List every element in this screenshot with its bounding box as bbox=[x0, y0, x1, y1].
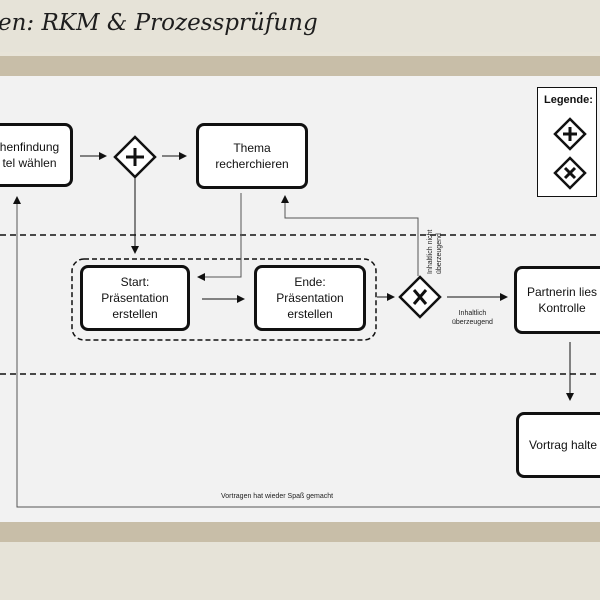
task-themenfindung[interactable]: henfindung tel wählen bbox=[0, 123, 73, 187]
task-thema-recherchieren[interactable]: Thema recherchieren bbox=[196, 123, 308, 189]
top-band bbox=[0, 56, 600, 76]
flow-thema-to-start bbox=[197, 193, 242, 281]
page-title: en: RKM & Prozessprüfung bbox=[0, 10, 318, 36]
exclusive-gateway-icon bbox=[398, 275, 442, 319]
task-ende-praesentation[interactable]: Ende: Präsentation erstellen bbox=[254, 265, 366, 331]
parallel-gateway-icon bbox=[113, 135, 157, 179]
legend-exclusive-gateway-icon bbox=[553, 156, 587, 190]
legend-box: Legende: bbox=[537, 87, 597, 197]
legend-parallel-gateway-icon bbox=[553, 117, 587, 151]
flow-gateway-to-thema-loop bbox=[281, 195, 419, 276]
title-bar: en: RKM & Prozessprüfung bbox=[0, 0, 600, 52]
legend-title: Legende: bbox=[544, 94, 593, 106]
task-partnerin-kontrolle[interactable]: Partnerin lies Kontrolle bbox=[514, 266, 600, 334]
bottom-band bbox=[0, 522, 600, 542]
flow-vortrag-to-themenfindung bbox=[13, 196, 600, 508]
label-vortragen-spass: Vortragen hat wieder Spaß gemacht bbox=[221, 493, 334, 500]
label-inhaltlich-ueberzeugend: Inhaltlich überzeugend bbox=[452, 310, 493, 326]
label-inhaltlich-nicht-ueberzeugend: Inhaltlich nicht überzeugend bbox=[427, 229, 443, 274]
bottom-area bbox=[0, 542, 600, 600]
presentation-group bbox=[71, 258, 377, 341]
legend-icons bbox=[553, 117, 587, 190]
task-vortrag-halten[interactable]: Vortrag halte bbox=[516, 412, 600, 478]
task-start-praesentation[interactable]: Start: Präsentation erstellen bbox=[80, 265, 190, 331]
